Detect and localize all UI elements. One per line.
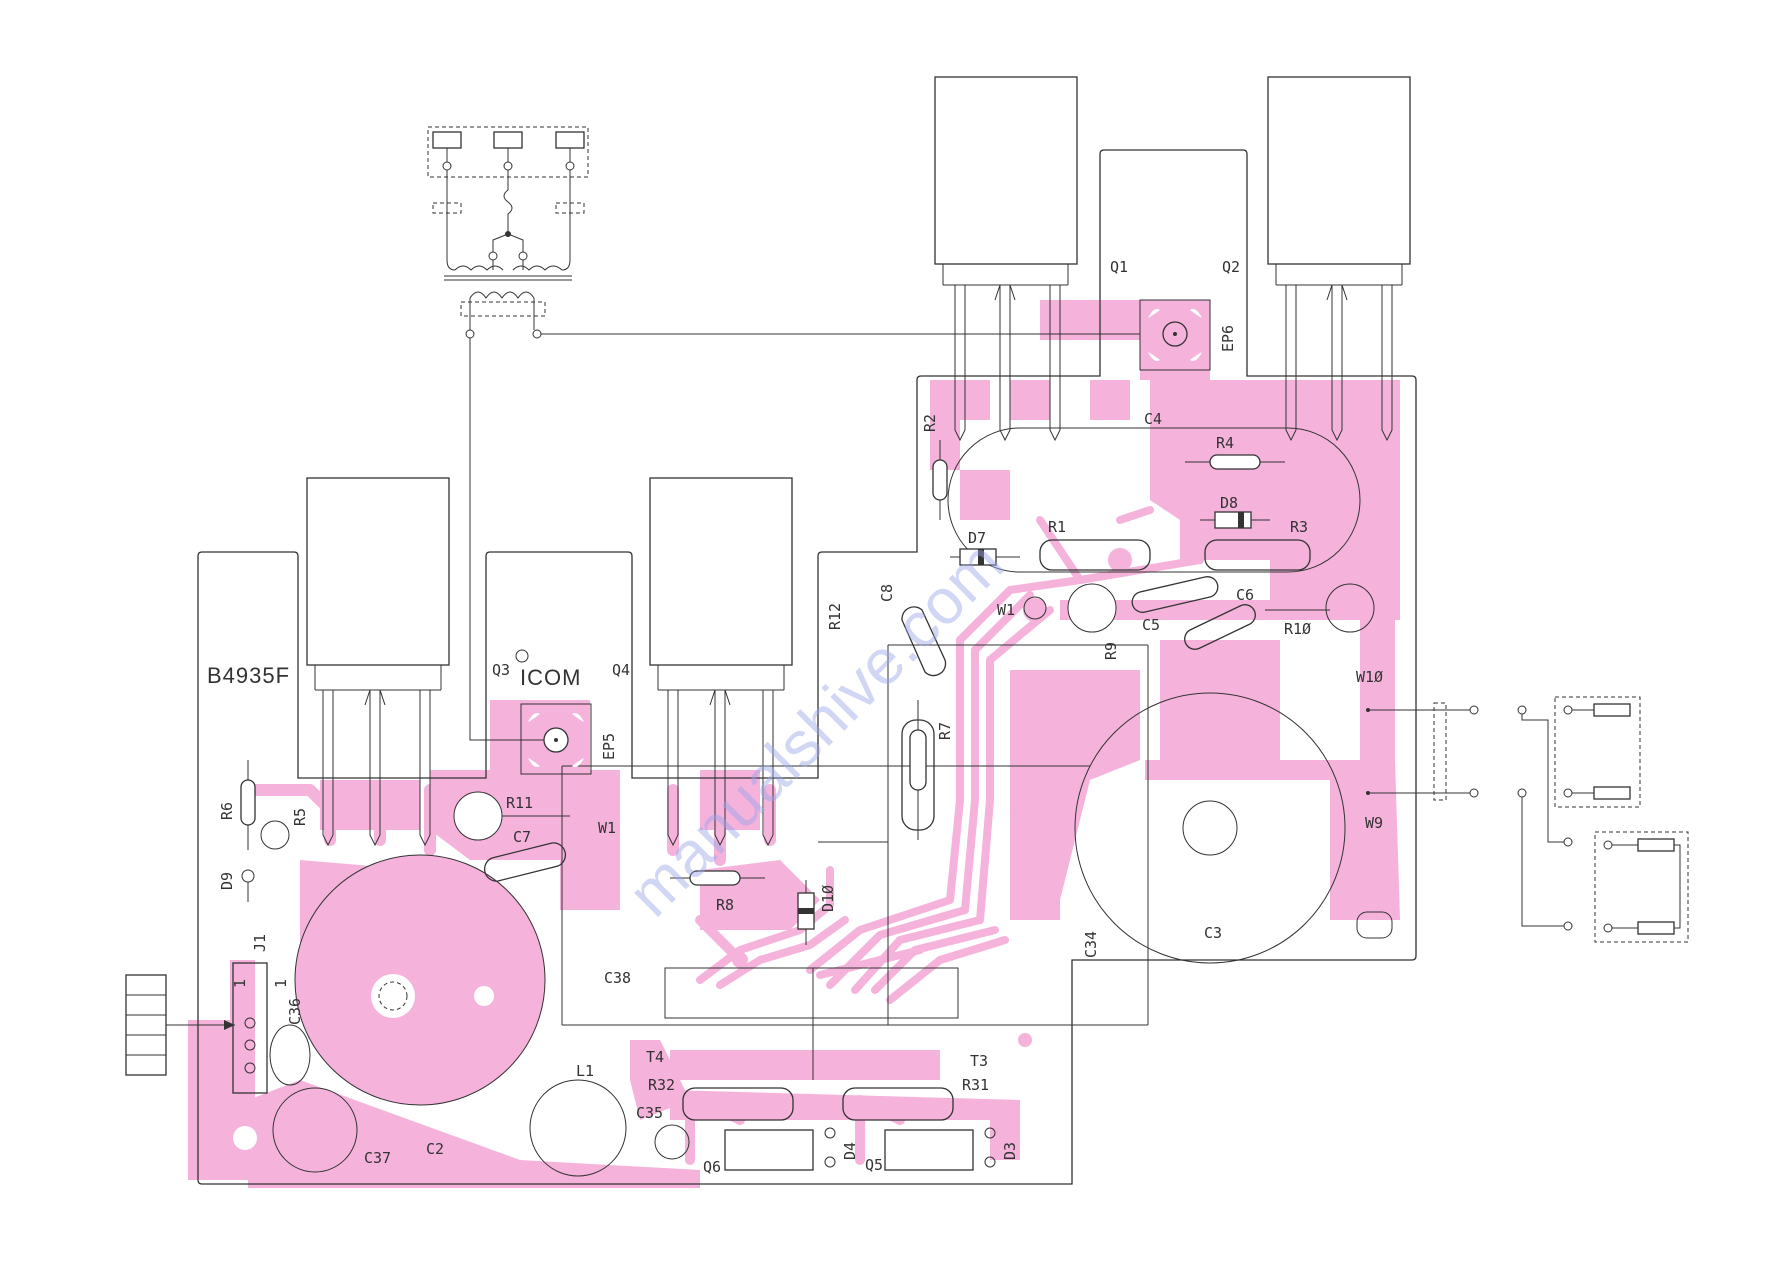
label-r11: R11 [506,794,533,812]
connector-block-left [125,974,235,1076]
label-r1: R1 [1048,518,1066,536]
label-c7: C7 [513,828,531,846]
label-d10: D1Ø [819,885,837,912]
label-j1-pin1-left: 1 [231,979,249,988]
label-c35: C35 [636,1104,663,1122]
resistor-r11 [453,791,503,841]
label-r5: R5 [291,808,309,826]
label-r31: R31 [962,1076,989,1094]
label-c6: C6 [1236,586,1254,604]
label-w1-top: W1 [997,601,1015,619]
label-q1: Q1 [1110,258,1128,276]
label-t4: T4 [646,1048,664,1066]
label-d4: D4 [841,1142,859,1160]
label-c34: C34 [1082,931,1100,958]
label-q5: Q5 [865,1156,883,1174]
label-r6: R6 [218,802,236,820]
label-ep6: EP6 [1219,325,1237,352]
label-j1-pin1-right: 1 [272,979,290,988]
board-part-number: B4935F [207,663,290,688]
capacitor-c35 [654,1124,690,1160]
capacitor-c2 [294,854,546,1106]
label-r2: R2 [921,414,939,432]
label-r10: R1Ø [1284,620,1311,638]
inductor-l1 [529,1079,627,1177]
transistor-q2 [1267,76,1411,442]
resistor-r9 [1067,583,1117,633]
capacitor-c38-pad [1325,583,1375,633]
label-d8: D8 [1220,494,1238,512]
label-c2: C2 [426,1140,444,1158]
icom-logo-icon [515,649,529,663]
label-t3: T3 [970,1052,988,1070]
board-outline [197,149,1417,1185]
transformer-schematic [427,126,1175,741]
label-d7: D7 [968,529,986,547]
label-r32: R32 [648,1076,675,1094]
label-d3: D3 [1001,1142,1019,1160]
label-r8: R8 [716,896,734,914]
hole [1356,911,1393,939]
label-c5: C5 [1142,616,1160,634]
label-c3: C3 [1204,924,1222,942]
label-c4: C4 [1144,410,1162,428]
label-c37: C37 [364,1149,391,1167]
ep5-pad [520,703,592,775]
label-q6: Q6 [703,1158,721,1176]
label-r3: R3 [1290,518,1308,536]
label-w10: W1Ø [1356,668,1383,686]
capacitor-c3 [1074,692,1346,964]
inner-lines [561,427,1361,1080]
brand-label: ICOM [520,665,581,690]
small-components [232,440,1330,1171]
transistor-q1 [934,76,1078,442]
mount-hole [233,1126,257,1150]
label-d9: D9 [218,872,236,890]
transistor-q3 [306,477,450,847]
label-r9: R9 [1102,642,1120,660]
label-ep5: EP5 [600,733,618,760]
label-c8: C8 [878,584,896,602]
transistor-q4 [649,477,793,847]
resistor-r5 [260,820,290,850]
label-r7: R7 [936,722,954,740]
label-w1-bottom: W1 [598,819,616,837]
label-l1: L1 [576,1062,594,1080]
label-q4: Q4 [612,661,630,679]
labels: B4935F ICOM Q1 Q2 Q3 Q4 Q5 Q6 EP6 EP5 C4… [207,258,1383,1176]
label-q2: Q2 [1222,258,1240,276]
output-schematic [1366,696,1689,943]
label-q3: Q3 [492,661,510,679]
capacitor-c36 [269,1024,311,1086]
label-r12: R12 [826,603,844,630]
label-r4: R4 [1216,434,1234,452]
label-j1: J1 [251,934,269,952]
capacitor-c37 [272,1087,358,1173]
ep6-pad [1139,299,1211,371]
label-c36: C36 [286,998,304,1025]
label-w9: W9 [1365,814,1383,832]
label-c38: C38 [604,969,631,987]
